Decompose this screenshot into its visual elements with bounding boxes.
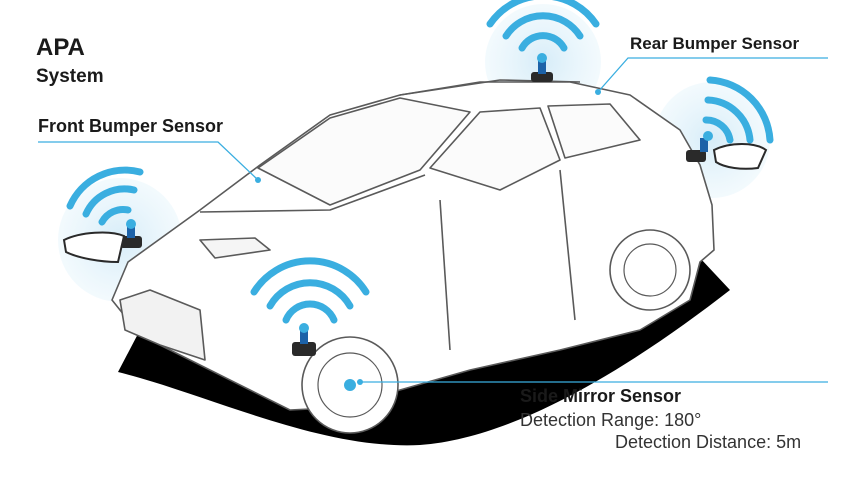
detection-distance-label: Detection Distance: 5m (615, 432, 802, 452)
callout-dot-rear (595, 89, 601, 95)
detection-range-label: Detection Range: 180° (520, 410, 702, 430)
side-mirror-sensor-label: Side Mirror Sensor (520, 386, 682, 406)
wheel-rear (609, 229, 691, 311)
wifi-signal-icon (702, 76, 774, 144)
side-mirror-icon (712, 143, 768, 170)
sensor-icon (531, 53, 553, 82)
callout-dot-side (357, 379, 363, 385)
front-bumper-sensor-label: Front Bumper Sensor (38, 116, 224, 136)
callout-dot-front (255, 177, 261, 183)
diagram-title: APA (36, 34, 85, 61)
side-mirror-icon (62, 231, 126, 264)
wheel-front (301, 336, 399, 434)
wifi-signal-icon (486, 0, 600, 52)
callout-lines (38, 57, 828, 383)
car-body (111, 79, 715, 411)
diagram-subtitle: System (36, 66, 104, 87)
rear-bumper-sensor-label: Rear Bumper Sensor (630, 34, 800, 53)
sensor-icon (686, 131, 713, 162)
wifi-signal-icon (250, 257, 370, 324)
wifi-signal-icon (66, 166, 144, 226)
sensor-icon (292, 323, 316, 356)
sensor-icon (120, 219, 142, 248)
